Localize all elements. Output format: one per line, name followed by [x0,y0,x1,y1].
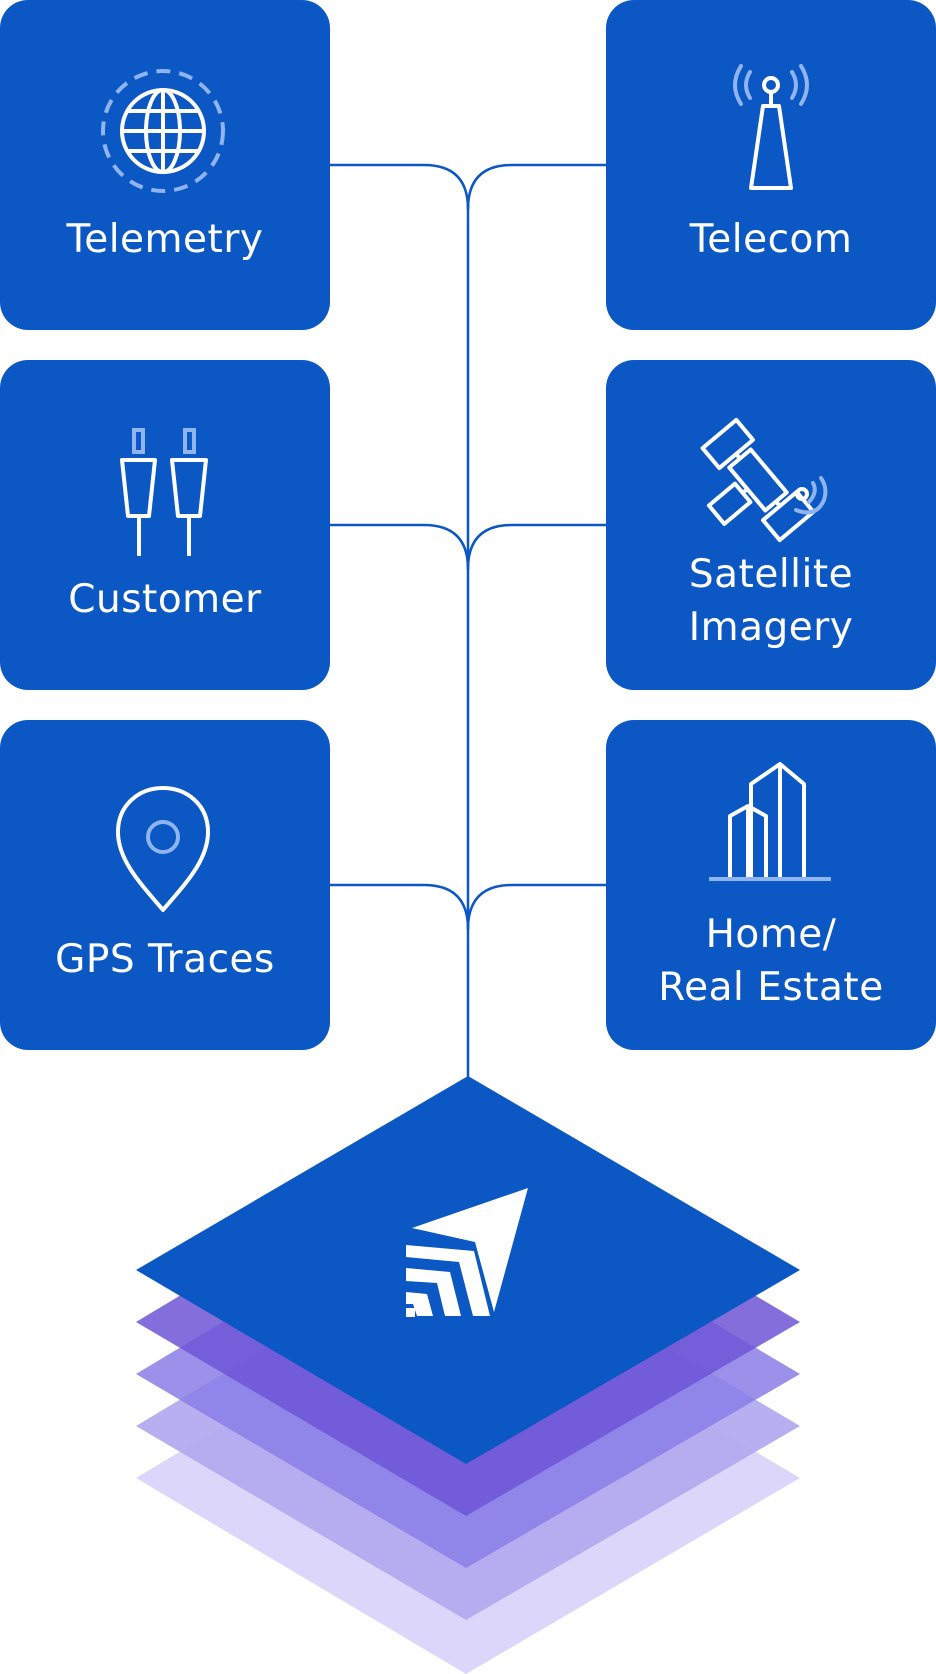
map-pin-icon [116,786,210,912]
label-line-home: Home/ [705,912,837,957]
source-card-telecom: Telecom [606,0,936,330]
source-label-telemetry: Telemetry [66,217,264,262]
connector-telecom [466,163,606,210]
label-line-real-estate: Real Estate [658,965,884,1010]
source-card-home-real-estate: Home/ Real Estate [606,720,936,1050]
connector-telemetry [330,163,470,210]
connector-customer [330,523,470,570]
connector-home [466,883,606,930]
label-line-imagery: Imagery [688,605,854,650]
source-card-satellite-imagery: Satellite Imagery [606,360,936,690]
source-label-home-real-estate: Home/ Real Estate [606,908,936,1014]
source-label-gps-traces: GPS Traces [55,937,275,982]
platform-layer-stack [136,1076,800,1674]
buildings-icon [709,762,831,881]
source-label-customer: Customer [68,577,262,622]
navigation-arrow-logo-icon [406,1188,528,1317]
source-label-telecom: Telecom [689,217,853,262]
satellite-icon [700,417,828,543]
cell-tower-icon [733,64,809,190]
connector-gps [330,883,470,930]
plug-connector-icon [120,428,208,556]
label-line-satellite: Satellite [688,552,854,597]
globe-icon [101,69,225,193]
connector-satellite [466,523,606,570]
source-card-telemetry: Telemetry [0,0,330,330]
source-card-gps-traces: GPS Traces [0,720,330,1050]
source-label-satellite-imagery: Satellite Imagery [606,548,936,654]
source-card-customer: Customer [0,360,330,690]
